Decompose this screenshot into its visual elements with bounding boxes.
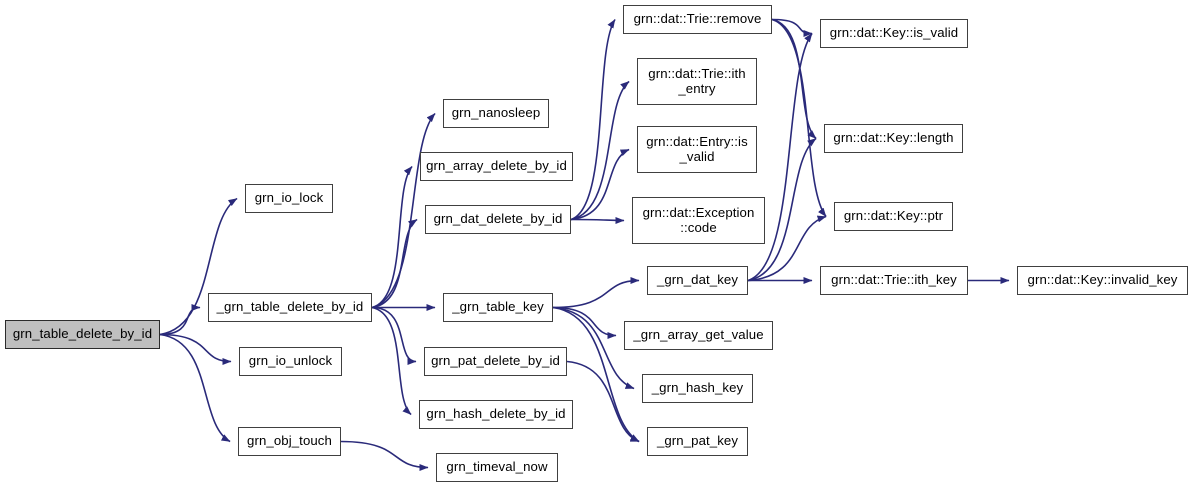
edge-_grn_table_delete_by_id-to-grn_hash_delete_by_id bbox=[371, 306, 412, 416]
graph-node-Key_length[interactable]: grn::dat::Key::length bbox=[824, 124, 963, 153]
edge-grn_table_delete_by_id-to-grn_io_unlock bbox=[159, 333, 232, 365]
edge-_grn_table_delete_by_id-to-grn_pat_delete_by_id bbox=[371, 306, 417, 365]
edge-Trie_remove-to-Key_length bbox=[771, 18, 817, 140]
edge-_grn_table_delete_by_id-to-grn_dat_delete_by_id bbox=[371, 218, 418, 309]
graph-node-Exception_code[interactable]: grn::dat::Exception ::code bbox=[632, 197, 765, 244]
graph-node-Key_is_valid[interactable]: grn::dat::Key::is_valid bbox=[820, 19, 968, 48]
graph-node-Key_invalid_key[interactable]: grn::dat::Key::invalid_key bbox=[1017, 266, 1188, 295]
graph-node-Key_ptr[interactable]: grn::dat::Key::ptr bbox=[834, 202, 953, 231]
graph-node-_grn_table_key[interactable]: _grn_table_key bbox=[443, 293, 553, 322]
edge-grn_pat_delete_by_id-to-_grn_pat_key bbox=[566, 360, 640, 443]
edge-grn_dat_delete_by_id-to-Trie_ith_entry bbox=[570, 80, 630, 221]
graph-node-Trie_ith_key[interactable]: grn::dat::Trie::ith_key bbox=[820, 266, 968, 295]
graph-node-grn_hash_delete_by_id[interactable]: grn_hash_delete_by_id bbox=[419, 400, 573, 429]
edge-_grn_table_delete_by_id-to-grn_array_delete_by_id bbox=[371, 165, 413, 309]
graph-node-grn_nanosleep[interactable]: grn_nanosleep bbox=[443, 99, 549, 128]
edge-grn_dat_delete_by_id-to-Entry_is_valid bbox=[570, 148, 630, 221]
graph-node-Trie_ith_entry[interactable]: grn::dat::Trie::ith _entry bbox=[637, 58, 757, 105]
graph-node-grn_timeval_now[interactable]: grn_timeval_now bbox=[436, 453, 558, 482]
graph-node-grn_obj_touch[interactable]: grn_obj_touch bbox=[238, 427, 341, 456]
graph-node-_grn_hash_key[interactable]: _grn_hash_key bbox=[642, 374, 753, 403]
edge-Trie_remove-to-Key_is_valid bbox=[771, 18, 813, 37]
graph-node-grn_array_delete_by_id[interactable]: grn_array_delete_by_id bbox=[420, 152, 573, 181]
graph-node-_grn_dat_key[interactable]: _grn_dat_key bbox=[647, 266, 748, 295]
graph-node-grn_table_delete_by_id[interactable]: grn_table_delete_by_id bbox=[5, 320, 160, 349]
graph-node-Entry_is_valid[interactable]: grn::dat::Entry::is _valid bbox=[637, 126, 757, 173]
edge-grn_table_delete_by_id-to-grn_obj_touch bbox=[159, 333, 231, 443]
edge-_grn_table_key-to-_grn_dat_key bbox=[552, 277, 640, 309]
graph-node-_grn_pat_key[interactable]: _grn_pat_key bbox=[647, 427, 748, 456]
edge-grn_obj_touch-to-grn_timeval_now bbox=[340, 440, 429, 471]
edge-grn_table_delete_by_id-to-_grn_table_delete_by_id bbox=[159, 304, 201, 336]
graph-node-grn_dat_delete_by_id[interactable]: grn_dat_delete_by_id bbox=[425, 205, 571, 234]
graph-node-_grn_array_get_value[interactable]: _grn_array_get_value bbox=[624, 321, 773, 350]
graph-node-_grn_table_delete_by_id[interactable]: _grn_table_delete_by_id bbox=[208, 293, 372, 322]
edge-Trie_remove-to-Key_ptr bbox=[771, 18, 827, 217]
graph-node-grn_io_lock[interactable]: grn_io_lock bbox=[245, 184, 333, 213]
graph-node-grn_pat_delete_by_id[interactable]: grn_pat_delete_by_id bbox=[424, 347, 567, 376]
edge-_grn_table_key-to-_grn_array_get_value bbox=[552, 306, 617, 339]
edge-grn_dat_delete_by_id-to-Trie_remove bbox=[570, 19, 616, 221]
graph-node-Trie_remove[interactable]: grn::dat::Trie::remove bbox=[623, 5, 772, 34]
edge-grn_dat_delete_by_id-to-Exception_code bbox=[570, 216, 625, 224]
graph-node-grn_io_unlock[interactable]: grn_io_unlock bbox=[239, 347, 342, 376]
